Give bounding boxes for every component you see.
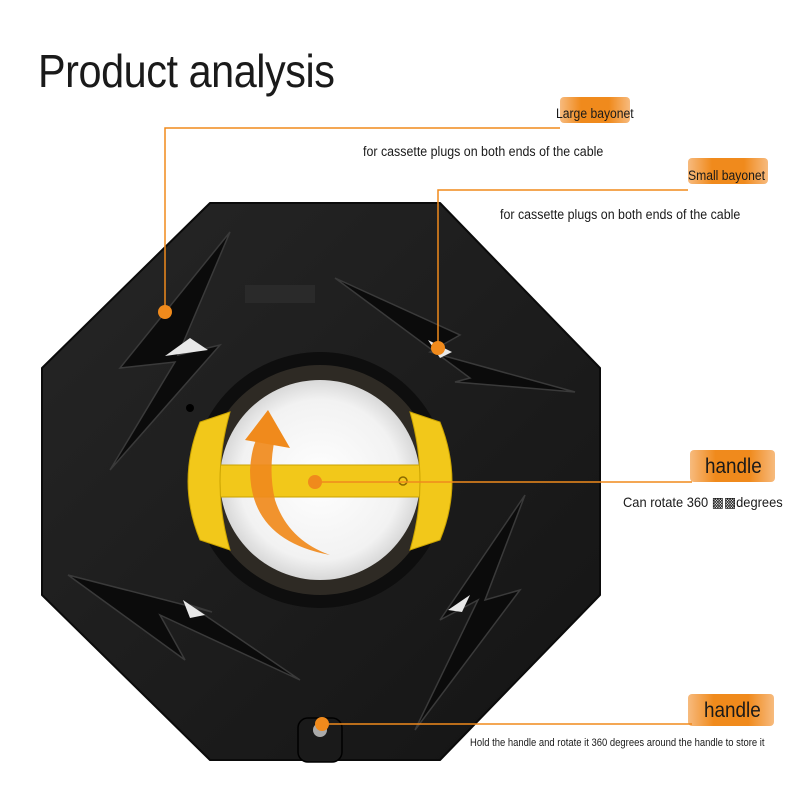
marker-dot bbox=[158, 305, 172, 319]
callout-label-knob-handle: handle bbox=[704, 699, 761, 722]
callout-desc-handle: Can rotate 360 ▩▩degrees bbox=[623, 494, 783, 510]
page-title: Product analysis bbox=[38, 45, 335, 97]
callout-desc-large-bayonet: for cassette plugs on both ends of the c… bbox=[363, 144, 604, 159]
callout-label-handle: handle bbox=[705, 455, 762, 478]
callout-desc-knob-handle: Hold the handle and rotate it 360 degree… bbox=[470, 737, 765, 749]
leader-line-small-bayonet bbox=[437, 189, 688, 348]
callout-label-large-bayonet: Large bayonet bbox=[556, 106, 634, 121]
callout-desc-small-bayonet: for cassette plugs on both ends of the c… bbox=[500, 207, 741, 222]
callout-tag bbox=[690, 450, 775, 482]
lower-right-bayonet-slot bbox=[414, 494, 526, 731]
callout-tag bbox=[688, 694, 774, 726]
leader-line-large-bayonet bbox=[164, 127, 560, 312]
large-bayonet-slot bbox=[109, 231, 231, 471]
rotation-arrow-icon bbox=[245, 410, 330, 555]
callout-label-small-bayonet: Small bayonet bbox=[688, 168, 766, 183]
callout-tag bbox=[688, 158, 768, 184]
molded-logo bbox=[245, 285, 315, 303]
callout-tag bbox=[560, 97, 630, 123]
lower-left-bayonet-slot bbox=[67, 574, 301, 681]
marker-dot bbox=[431, 341, 445, 355]
hub-hole bbox=[186, 404, 194, 412]
marker-dot bbox=[308, 475, 322, 489]
marker-dot bbox=[315, 717, 329, 731]
